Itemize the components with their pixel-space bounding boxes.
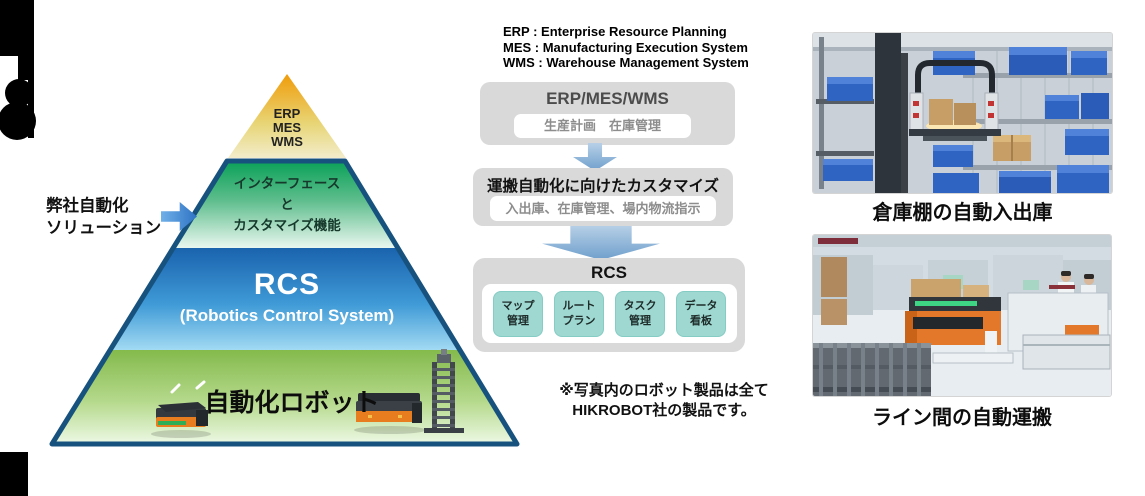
pyramid-rcs-subtitle: (Robotics Control System) [179,306,395,325]
flow-box-rcs: RCS マップ 管理 ルート プラン タスク 管理 データ 看板 [473,258,745,352]
warehouse-photo [813,33,1112,193]
pyramid-top-label: ERP MES WMS [271,106,303,150]
agv-robot-right [354,393,426,434]
flow-box1-subtitle: 生産計画 在庫管理 [514,114,691,138]
gripper-unit [909,60,1001,141]
flow-box2-title: 運搬自動化に向けたカスタマイズ [486,178,720,195]
left-edge-fragment-top [0,0,36,140]
left-edge-fragment-bottom [0,452,28,496]
flow-box-customize: 運搬自動化に向けたカスタマイズ 入出庫、在庫管理、場内物流指示 [473,168,733,226]
flow-box-erp-mes-wms: ERP/MES/WMS 生産計画 在庫管理 [480,82,735,145]
agv-robot-left [151,402,211,438]
agv-with-load [905,279,1001,353]
pyramid-bottom-label: 自動化ロボット [204,389,380,417]
legend-line-erp: ERP : Enterprise Resource Planning [503,24,727,39]
rack-tower [424,349,464,433]
sparkle-marks [170,380,206,394]
legend-line-wms: WMS : Warehouse Management System [503,55,749,71]
factory-photo [813,235,1111,396]
photo-footnote: ※写真内のロボット製品は全て HIKROBOT社の製品です。 [535,381,793,422]
rcs-module-data: データ 看板 [676,290,726,337]
footnote-line-2: HIKROBOT社の製品です。 [572,402,756,420]
pyramid-outline [49,158,520,447]
rcs-module-panel: マップ 管理 ルート プラン タスク 管理 データ 看板 [482,284,737,343]
factory-photo-caption: ライン間の自動運搬 [872,407,1052,429]
rcs-module-map: マップ 管理 [493,290,543,337]
pyramid-top-triangle [228,74,346,158]
pyramid-rcs-title: RCS [253,268,321,301]
solution-pyramid [49,74,520,447]
legend-line-mes: MES : Manufacturing Execution System [503,39,748,55]
pallet-conveyor [813,343,931,396]
rcs-module-task: タスク 管理 [615,290,665,337]
footnote-line-1: ※写真内のロボット製品は全て [559,382,769,399]
pyramid-layer2-label: インターフェース と カスタマイズ機能 [233,176,341,233]
rcs-module-route: ルート プラン [554,290,604,337]
side-callout-label: 弊社自動化 ソリューション [46,197,162,237]
flow-box3-title: RCS [591,263,627,282]
warehouse-photo-caption: 倉庫棚の自動入出庫 [872,202,1053,224]
flow-arrow-down-small-icon [573,143,617,171]
flow-box2-subtitle: 入出庫、在庫管理、場内物流指示 [490,196,716,221]
flow-box1-title: ERP/MES/WMS [546,89,669,108]
acronym-legend: ERP : Enterprise Resource Planning MES :… [503,24,793,71]
